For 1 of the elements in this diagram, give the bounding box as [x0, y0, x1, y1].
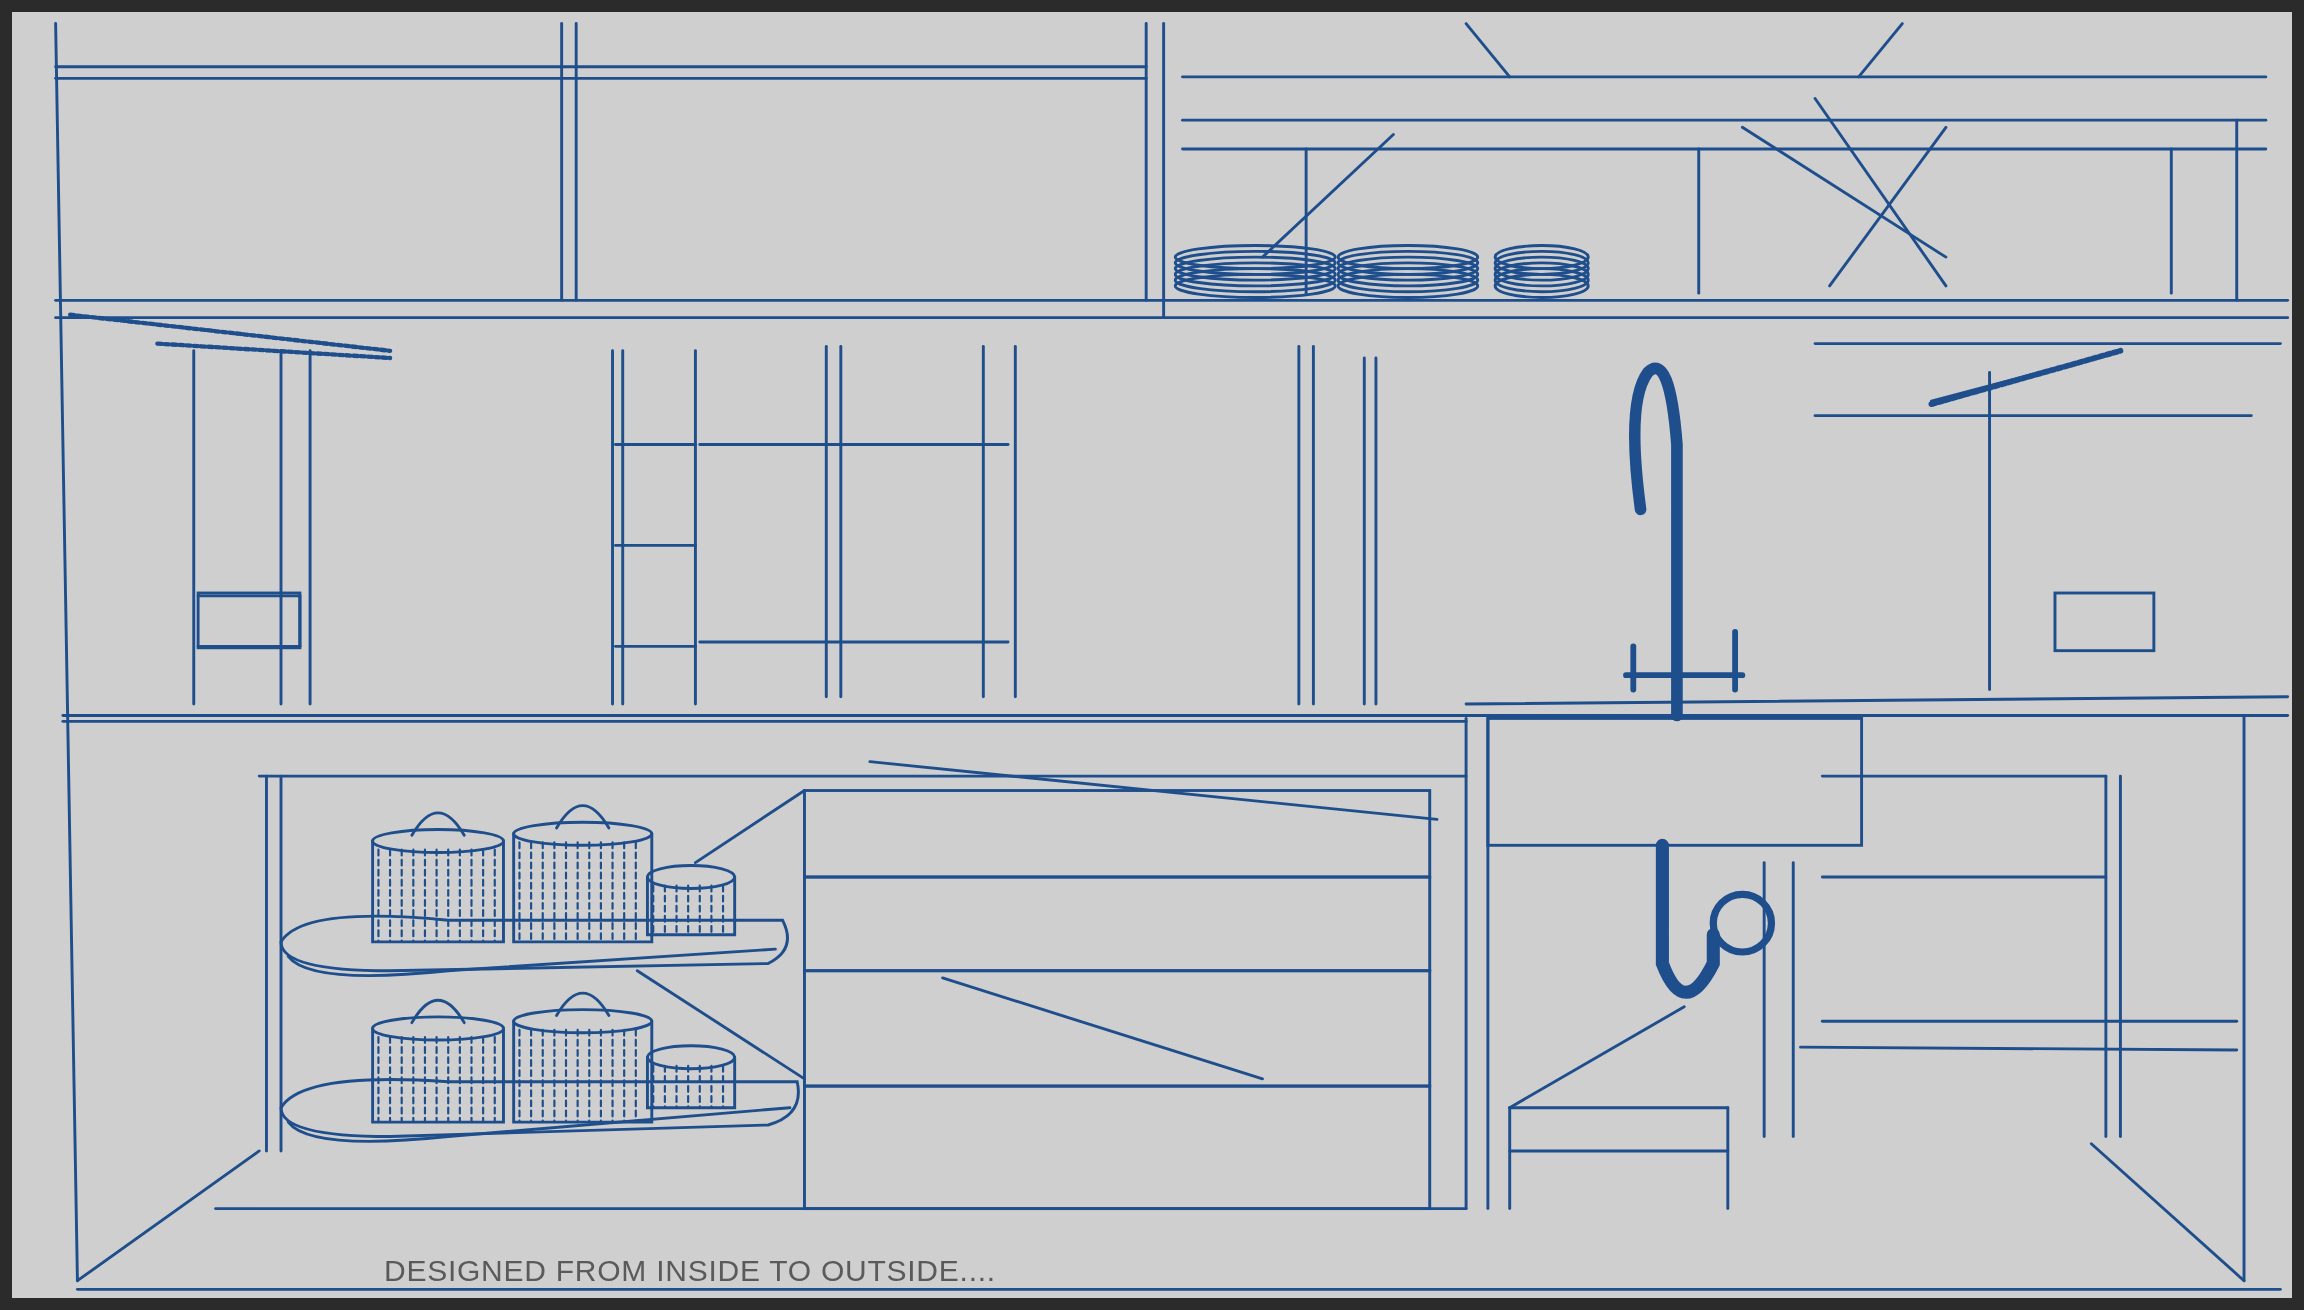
caption-text: DESIGNED FROM INSIDE TO OUTSIDE....: [384, 1253, 996, 1289]
